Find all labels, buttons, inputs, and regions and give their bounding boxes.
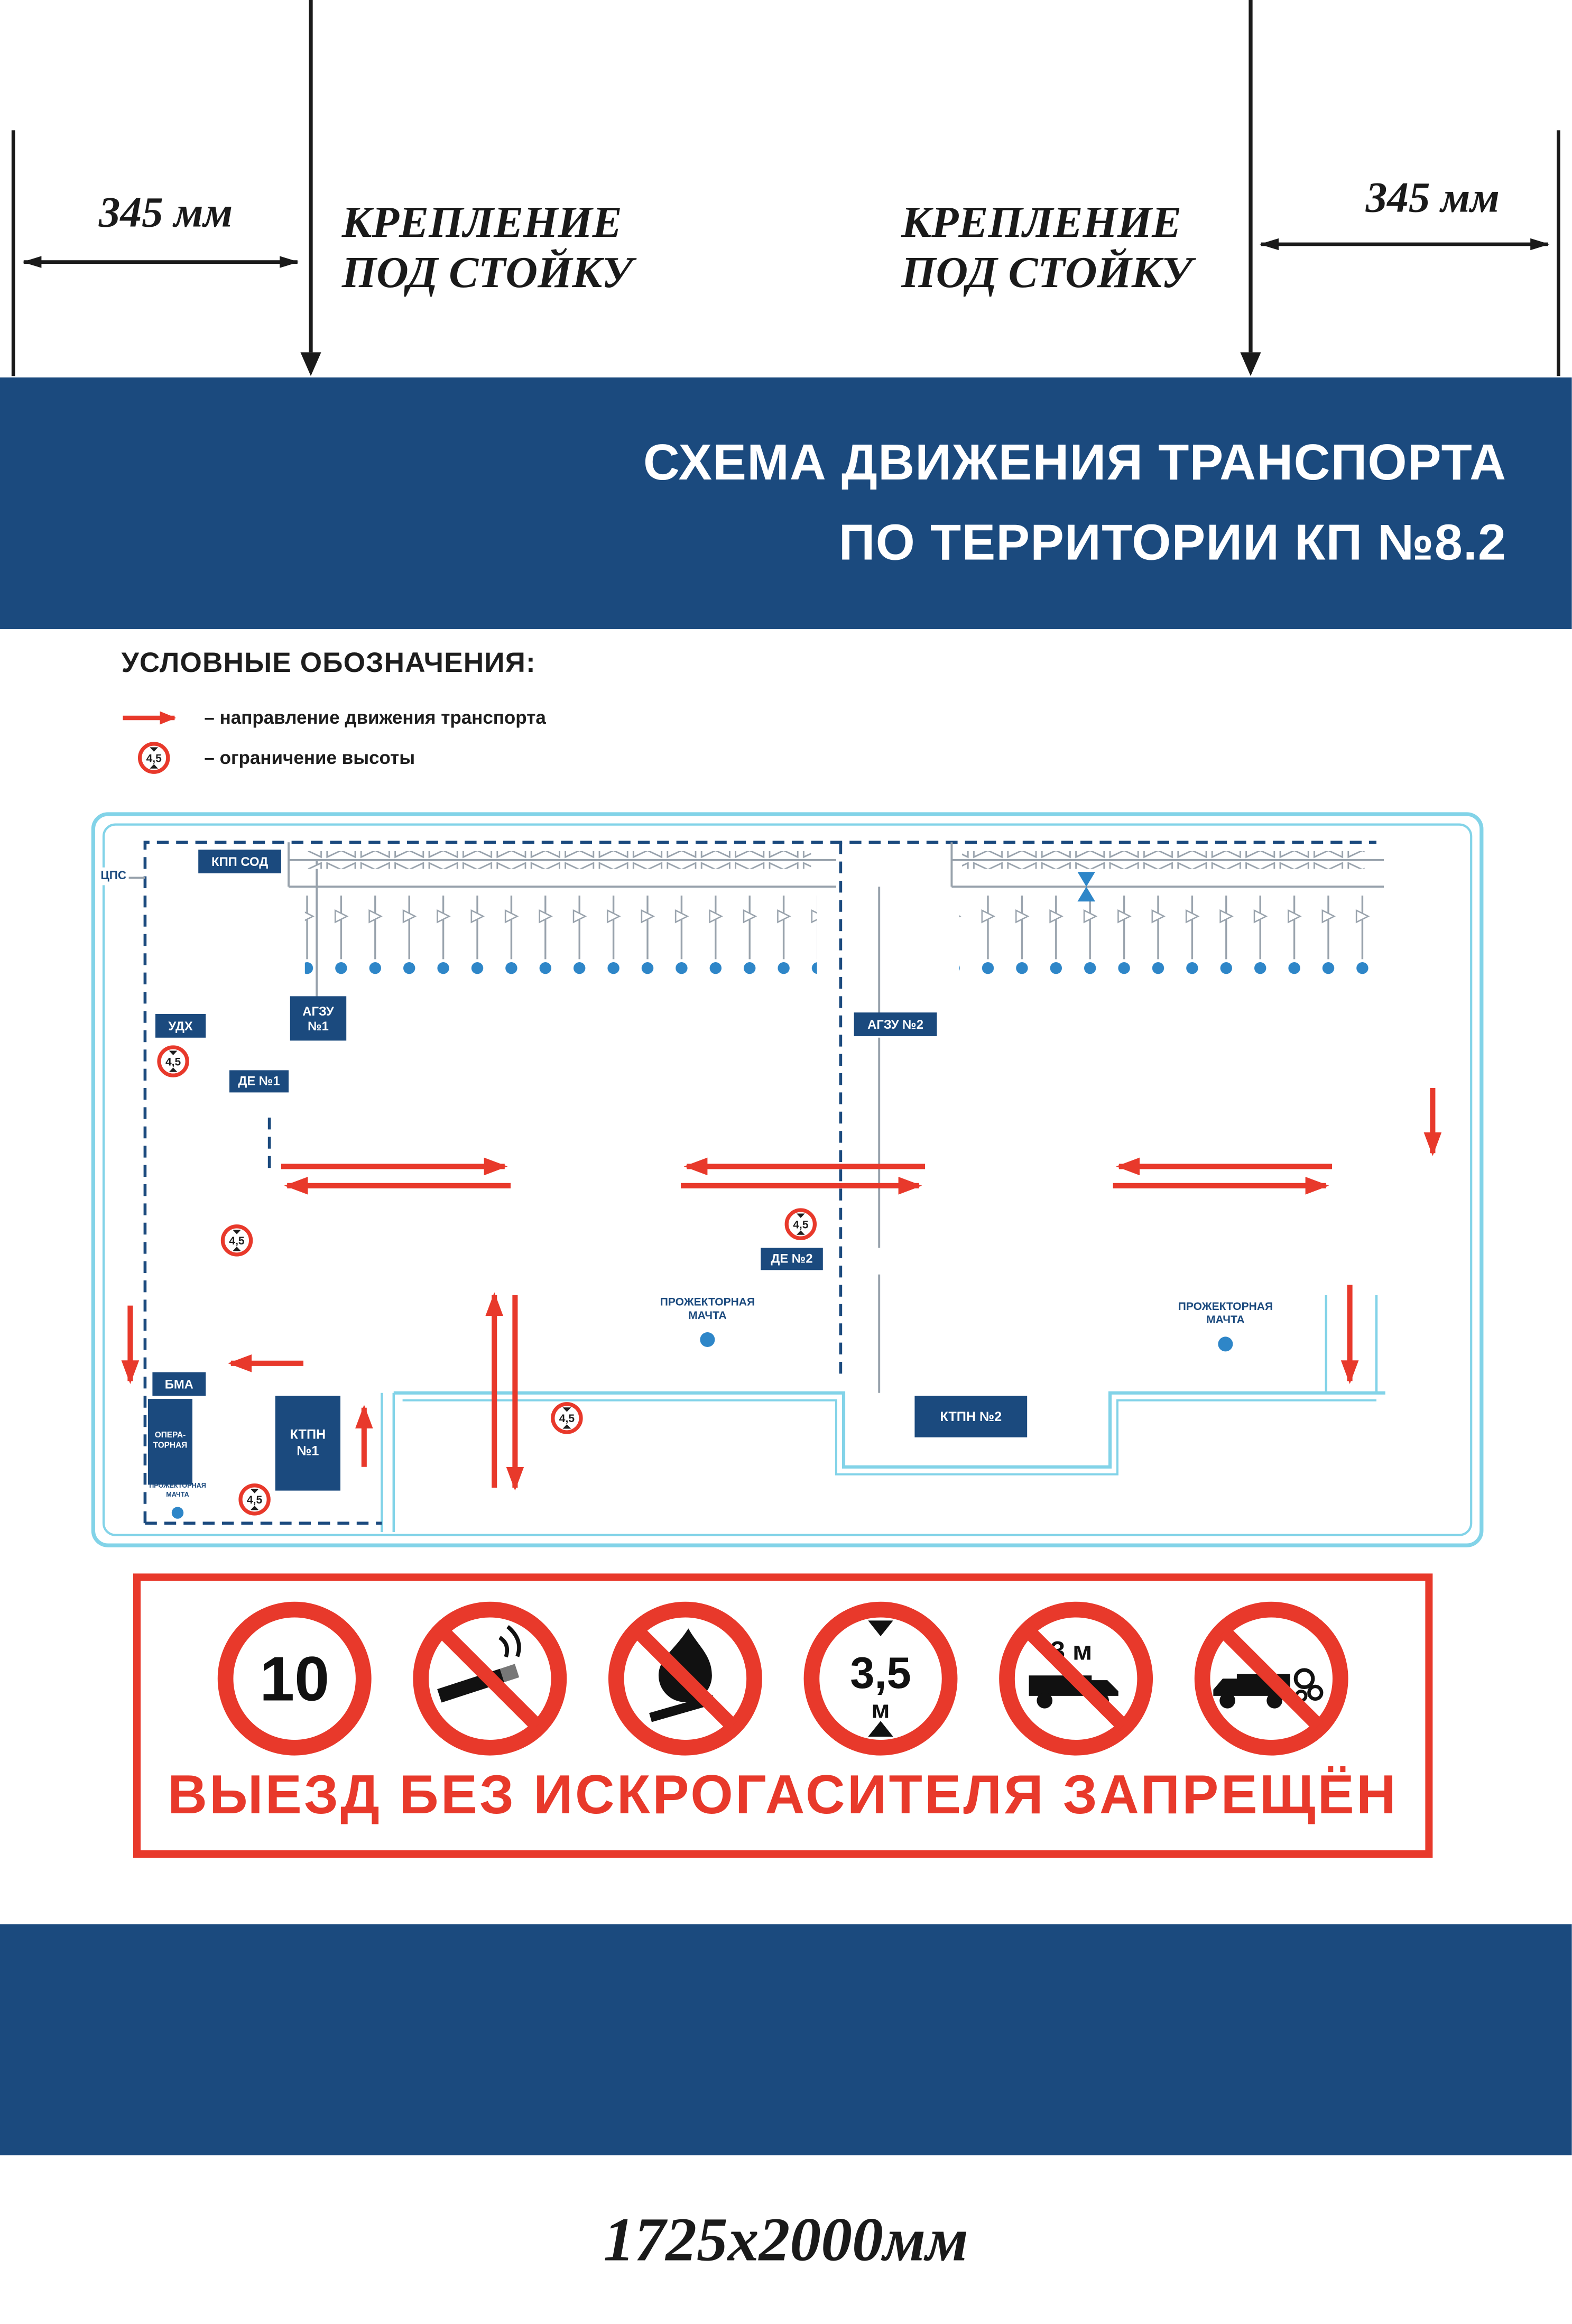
max-clearance-3m-sign-icon: 3 м: [999, 1601, 1153, 1756]
legend-item-direction: – направление движения транспорта: [118, 702, 546, 734]
plan-label-udh: УДХ: [155, 1014, 206, 1038]
page-title-line1: СХЕМА ДВИЖЕНИЯ ТРАНСПОРТА: [643, 435, 1507, 491]
mount-note-right-line1: КРЕПЛЕНИЕ: [901, 198, 1182, 247]
mount-note-right: КРЕПЛЕНИЕ ПОД СТОЙКУ: [901, 198, 1192, 298]
plan-label-cps: ЦПС: [97, 867, 130, 885]
mount-note-right-line2: ПОД СТОЙКУ: [901, 248, 1192, 297]
mount-note-left: КРЕПЛЕНИЕ ПОД СТОЙКУ: [342, 198, 633, 298]
no-exit-without-spark-arrester-sign-icon: [1194, 1601, 1348, 1756]
header-band: СХЕМА ДВИЖЕНИЯ ТРАНСПОРТА ПО ТЕРРИТОРИИ …: [0, 377, 1572, 629]
plan-label-kpp-sod: КПП СОД: [198, 850, 281, 873]
plan-label-bma: БМА: [152, 1372, 206, 1396]
plan-label-de2: ДЕ №2: [761, 1248, 823, 1270]
plan-label-agzu1: АГЗУ №1: [290, 996, 347, 1041]
site-plan: ЦПС КПП СОД УДХ АГЗУ №1 ДЕ №1 АГЗУ №2 ДЕ…: [86, 807, 1488, 1554]
prohibition-signs-panel: 10 3,5: [133, 1573, 1433, 1858]
legend: – направление движения транспорта – огра…: [118, 702, 546, 774]
mounting-dimension-drawing: [11, 0, 1560, 376]
fence-dashed-line: [143, 841, 1376, 1525]
plan-label-floodlight-mast-3: ПРОЖЕКТОРНАЯ МАЧТА: [149, 1481, 206, 1498]
floodlight-mast-dot: [1218, 1336, 1233, 1352]
footer-band: ГАЗПРОМ НЕФТЬ: [0, 1924, 1572, 2155]
plan-label-floodlight-mast-2: ПРОЖЕКТОРНАЯ МАЧТА: [1178, 1299, 1273, 1327]
prohibition-caption: ВЫЕЗД БЕЗ ИСКРОГАСИТЕЛЯ ЗАПРЕЩЁН: [168, 1764, 1399, 1825]
floodlight-mast-dot: [700, 1332, 715, 1347]
dimension-label-left: 345 мм: [98, 189, 233, 237]
svg-text:3,5: 3,5: [850, 1648, 911, 1698]
prohibition-signs-row: 10 3,5: [216, 1600, 1350, 1757]
wellhead-drops-right: [959, 889, 1371, 979]
mount-note-left-line1: КРЕПЛЕНИЕ: [341, 198, 622, 247]
mount-note-left-line2: ПОД СТОЙКУ: [341, 248, 633, 297]
svg-text:10: 10: [260, 1645, 329, 1714]
plan-label-agzu2: АГЗУ №2: [854, 1012, 937, 1036]
legend-title: УСЛОВНЫЕ ОБОЗНАЧЕНИЯ:: [121, 648, 536, 680]
legend-height-label: – ограничение высоты: [204, 748, 415, 769]
speed-limit-10-sign-icon: 10: [217, 1601, 372, 1756]
territory-boundary: [91, 812, 1484, 1547]
plan-label-operatornaya: ОПЕРА- ТОРНАЯ: [148, 1399, 192, 1485]
height-limit-signs: [159, 1047, 815, 1514]
plan-label-floodlight-mast-1: ПРОЖЕКТОРНАЯ МАЧТА: [660, 1295, 755, 1323]
max-height-3-5m-sign-icon: 3,5 м: [803, 1601, 958, 1756]
plan-label-ktpn1: КТПН №1: [275, 1396, 340, 1491]
svg-text:м: м: [871, 1695, 890, 1723]
legend-direction-label: – направление движения транспорта: [204, 707, 546, 728]
plan-label-ktpn2: КТПН №2: [914, 1396, 1028, 1437]
height-limit-sign-icon: [118, 742, 189, 774]
plan-label-de1: ДЕ №1: [229, 1070, 289, 1093]
page-title: СХЕМА ДВИЖЕНИЯ ТРАНСПОРТА ПО ТЕРРИТОРИИ …: [643, 423, 1506, 584]
right-mount-arrowhead-icon: [1240, 352, 1261, 376]
no-smoking-sign-icon: [413, 1601, 567, 1756]
legend-item-height: – ограничение высоты: [118, 742, 546, 774]
valve-row-right: [962, 851, 1365, 869]
traffic-direction-arrows: [121, 1087, 1442, 1491]
left-mount-arrowhead-icon: [300, 352, 321, 376]
floodlight-mast-dot: [171, 1507, 184, 1519]
no-open-fire-sign-icon: [608, 1601, 762, 1756]
page-title-line2: ПО ТЕРРИТОРИИ КП №8.2: [838, 515, 1507, 571]
wellhead-drops-left: [304, 889, 817, 979]
sheet-size-label: 1725x2000мм: [603, 2207, 968, 2275]
site-plan-drawing: [91, 812, 1484, 1547]
valve-row-left: [308, 851, 811, 869]
dimension-label-right: 345 мм: [1365, 174, 1500, 222]
direction-arrow-icon: [118, 706, 189, 730]
